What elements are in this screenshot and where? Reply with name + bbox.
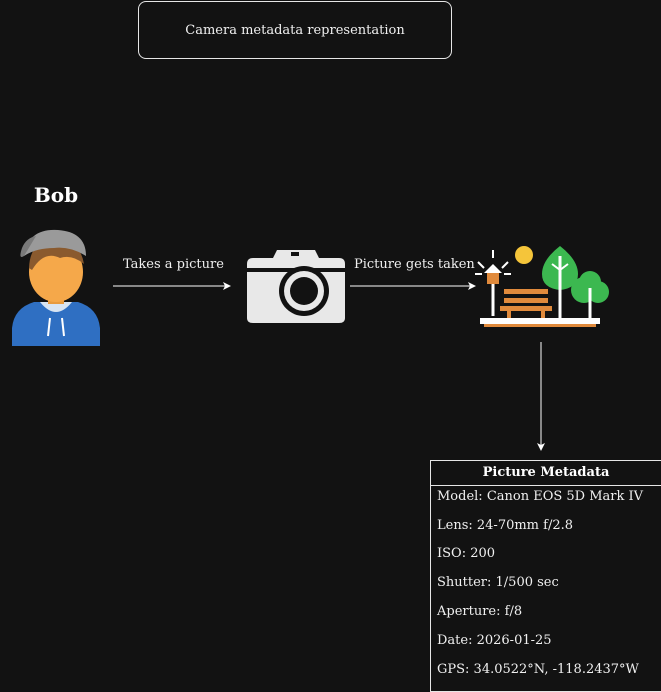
metadata-table: Picture Metadata Model: Canon EOS 5D Mar…	[430, 460, 661, 692]
metadata-header: Picture Metadata	[431, 461, 661, 486]
metadata-row-aperture: Aperture: f/8	[437, 604, 523, 619]
metadata-row-date: Date: 2026-01-25	[437, 633, 552, 648]
edge-label-picture-taken: Picture gets taken	[354, 257, 475, 272]
metadata-row-gps: GPS: 34.0522°N, -118.2437°W	[437, 662, 639, 677]
metadata-row-lens: Lens: 24-70mm f/2.8	[437, 518, 574, 533]
edge-label-takes-picture: Takes a picture	[123, 257, 224, 272]
camera-icon	[247, 250, 345, 323]
metadata-row-shutter: Shutter: 1/500 sec	[437, 575, 559, 590]
diagram-title: Camera metadata representation	[185, 22, 405, 38]
diagram-title-box: Camera metadata representation	[138, 1, 452, 59]
park-scene-icon	[475, 246, 609, 327]
metadata-row-model: Model: Canon EOS 5D Mark IV	[437, 489, 644, 504]
person-with-cap-icon	[12, 229, 100, 346]
actor-name: Bob	[33, 183, 79, 207]
metadata-row-iso: ISO: 200	[437, 546, 496, 561]
